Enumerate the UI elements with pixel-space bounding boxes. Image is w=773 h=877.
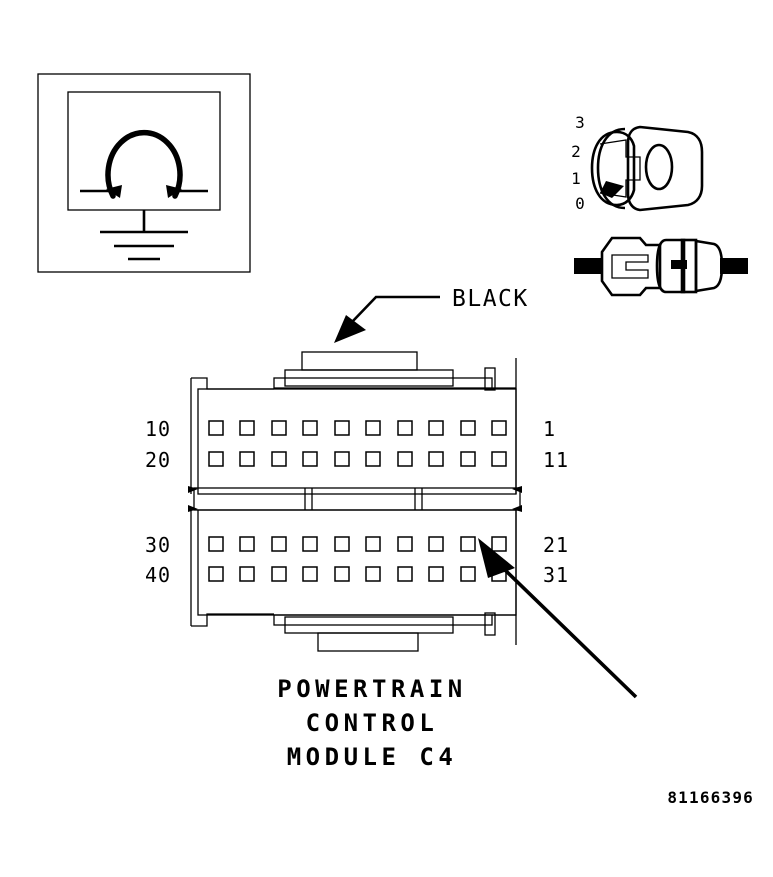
pin-row-top-1: [208, 420, 507, 436]
pin-label-top-right-lower: 11: [543, 448, 569, 472]
ohmmeter-ground-symbol: [37, 73, 251, 273]
pin-label-bottom-right-upper: 21: [543, 533, 569, 557]
callout-label-black: BLACK: [452, 286, 529, 312]
lock-position-2: 2: [571, 142, 581, 161]
connector-center-band: [188, 486, 522, 512]
black-callout: BLACK: [334, 286, 529, 343]
connector-title: POWERTRAIN CONTROL MODULE C4: [277, 675, 467, 771]
connector-mating-illustration: [574, 236, 748, 297]
connector-bottom-half: [190, 509, 517, 652]
pin-pointer-arrow: [478, 538, 638, 699]
pin-label-top-left-lower: 20: [145, 448, 171, 472]
pin-number-labels: 10 20 1 11 30 40 21 31: [145, 417, 569, 587]
pin-label-top-right-upper: 1: [543, 417, 556, 441]
part-number: 81166396: [667, 788, 754, 807]
pin-row-top-2: [208, 451, 507, 467]
lock-position-1: 1: [571, 169, 581, 188]
pin-label-bottom-right-lower: 31: [543, 563, 569, 587]
pin-row-bottom-2: [208, 566, 507, 582]
lock-position-0: 0: [575, 194, 585, 213]
pin-label-bottom-left-lower: 40: [145, 563, 171, 587]
title-line-1: POWERTRAIN: [277, 675, 467, 703]
pin-label-bottom-left-upper: 30: [145, 533, 171, 557]
connector-lock-positions: 3 2 1 0: [571, 113, 704, 213]
lock-position-3: 3: [575, 113, 585, 132]
connector-body: [188, 351, 522, 652]
pin-label-top-left-upper: 10: [145, 417, 171, 441]
title-line-2: CONTROL: [306, 709, 439, 737]
pin-row-bottom-1: [208, 536, 507, 552]
title-line-3: MODULE C4: [287, 743, 458, 771]
connector-top-half: [190, 351, 517, 495]
